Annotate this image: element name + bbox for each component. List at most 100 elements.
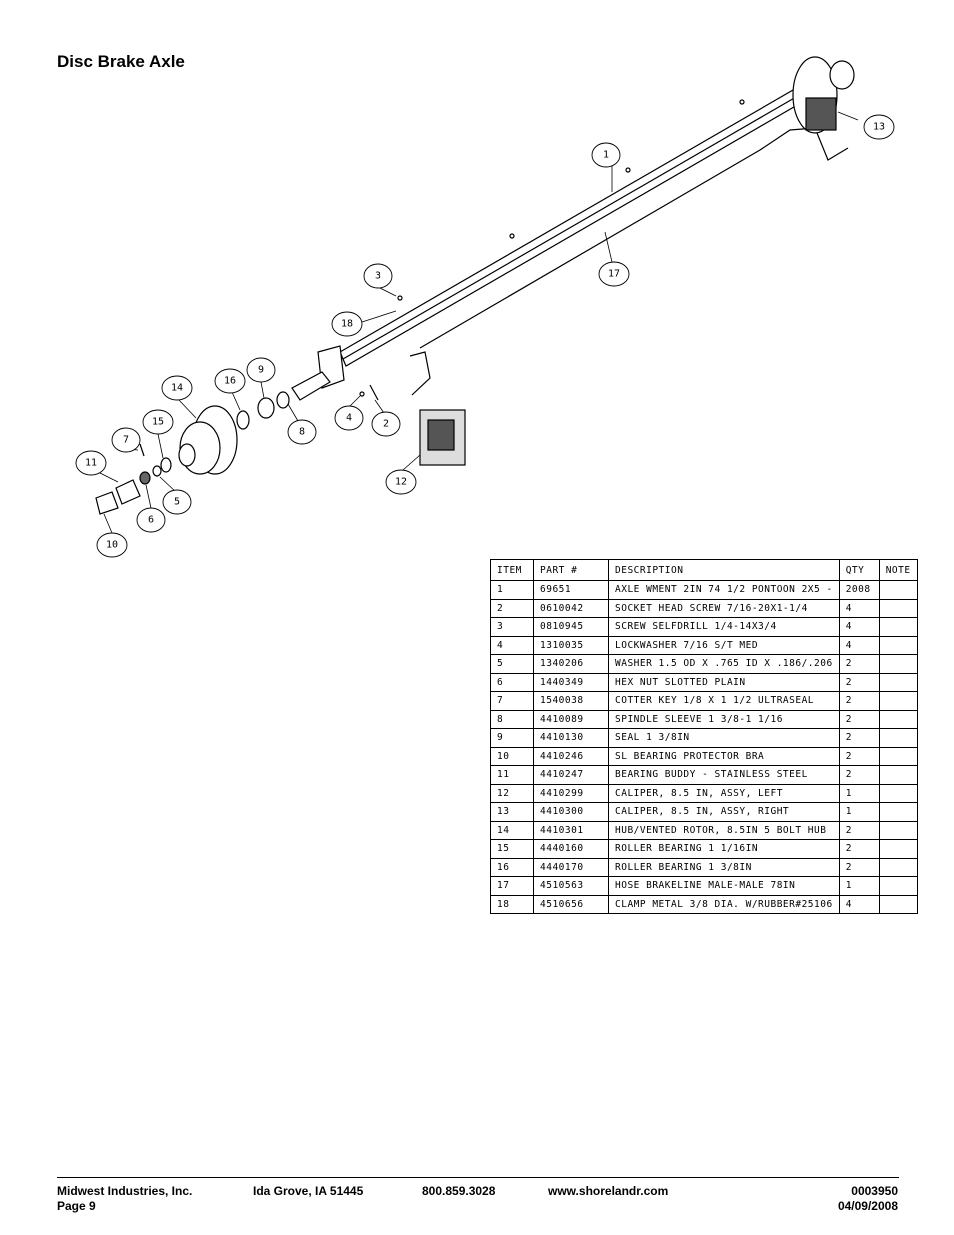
callout-12: 12	[395, 477, 407, 488]
cell-qty: 4	[838, 894, 880, 914]
cell-part-number: 4510656	[533, 894, 609, 914]
header-qty: QTY	[838, 559, 880, 581]
cell-part-number: 4410247	[533, 765, 609, 785]
footer-phone: 800.859.3028	[422, 1184, 496, 1198]
cell-description: CALIPER, 8.5 IN, ASSY, RIGHT	[608, 802, 840, 822]
cell-item: 7	[490, 691, 534, 711]
seal-16	[236, 410, 250, 430]
callout-10: 10	[106, 540, 118, 551]
cell-item: 18	[490, 894, 534, 914]
cell-note	[878, 820, 918, 840]
callout-16: 16	[224, 376, 236, 387]
cell-qty: 2	[838, 839, 880, 859]
cell-description: SOCKET HEAD SCREW 7/16-20X1-1/4	[608, 598, 840, 618]
exploded-axle-diagram: 1 2 3 4 5 6 7 8 9 10 11 12 13 14 15 16 1…	[75, 56, 895, 558]
cell-item: 15	[490, 839, 534, 859]
cell-note	[878, 580, 918, 600]
cell-qty: 1	[838, 876, 880, 896]
cell-part-number: 4440160	[533, 839, 609, 859]
header-part-number: PART #	[533, 559, 609, 581]
cell-note	[878, 876, 918, 896]
bearing-protector-10	[95, 491, 119, 515]
sleeve-8	[276, 391, 290, 409]
callout-5: 5	[174, 497, 180, 508]
cell-note	[878, 894, 918, 914]
footer-divider	[57, 1177, 899, 1178]
cell-qty: 2	[838, 672, 880, 692]
cell-qty: 4	[838, 617, 880, 637]
callout-14: 14	[171, 383, 183, 394]
cell-qty: 2	[838, 728, 880, 748]
callout-1: 1	[603, 150, 609, 161]
cell-note	[878, 783, 918, 803]
footer-page: Page 9	[57, 1199, 96, 1213]
cell-description: BEARING BUDDY - STAINLESS STEEL	[608, 765, 840, 785]
header-description: DESCRIPTION	[608, 559, 840, 581]
cell-description: SCREW SELFDRILL 1/4-14X3/4	[608, 617, 840, 637]
footer-left: Midwest Industries, Inc. Page 9	[57, 1184, 192, 1214]
cell-note	[878, 617, 918, 637]
cell-item: 10	[490, 746, 534, 766]
nut-6	[139, 471, 151, 485]
footer-right: 0003950 04/09/2008	[838, 1184, 898, 1214]
bearing-buddy-11	[115, 479, 141, 505]
cell-description: ROLLER BEARING 1 3/8IN	[608, 857, 840, 877]
cell-part-number: 1540038	[533, 691, 609, 711]
cell-part-number: 4410130	[533, 728, 609, 748]
cell-note	[878, 728, 918, 748]
table-header-row: ITEM PART # DESCRIPTION QTY NOTE	[490, 559, 918, 581]
cell-description: LOCKWASHER 7/16 S/T MED	[608, 635, 840, 655]
cell-part-number: 1310035	[533, 635, 609, 655]
cotter-key-7	[139, 443, 145, 457]
header-note: NOTE	[878, 559, 918, 581]
cell-part-number: 1340206	[533, 654, 609, 674]
cell-item: 16	[490, 857, 534, 877]
cell-part-number: 4410089	[533, 709, 609, 729]
cell-qty: 2	[838, 709, 880, 729]
screw-2	[369, 384, 379, 401]
callout-11: 11	[85, 458, 97, 469]
callout-4: 4	[346, 413, 352, 424]
cell-qty: 1	[838, 783, 880, 803]
cell-item: 12	[490, 783, 534, 803]
page-title: Disc Brake Axle	[57, 52, 185, 71]
cell-item: 6	[490, 672, 534, 692]
cell-part-number: 0810945	[533, 617, 609, 637]
cell-description: CLAMP METAL 3/8 DIA. W/RUBBER#25106	[608, 894, 840, 914]
cell-part-number: 4410301	[533, 820, 609, 840]
callout-6: 6	[148, 515, 154, 526]
header-item: ITEM	[490, 559, 534, 581]
cell-item: 14	[490, 820, 534, 840]
cell-qty: 2	[838, 654, 880, 674]
footer-date: 04/09/2008	[837, 1199, 898, 1213]
cell-description: WASHER 1.5 OD X .765 ID X .186/.206	[608, 654, 840, 674]
footer-doc-number: 0003950	[851, 1184, 898, 1198]
callout-15: 15	[152, 417, 164, 428]
cell-item: 4	[490, 635, 534, 655]
cell-part-number: 4410299	[533, 783, 609, 803]
cell-item: 9	[490, 728, 534, 748]
seal-9	[257, 397, 275, 419]
cell-note	[878, 691, 918, 711]
cell-note	[878, 746, 918, 766]
cell-qty: 2	[838, 691, 880, 711]
cell-note	[878, 654, 918, 674]
cell-item: 3	[490, 617, 534, 637]
cell-qty: 2	[838, 857, 880, 877]
footer-city: Ida Grove, IA 51445	[253, 1184, 364, 1198]
cell-part-number: 4510563	[533, 876, 609, 896]
